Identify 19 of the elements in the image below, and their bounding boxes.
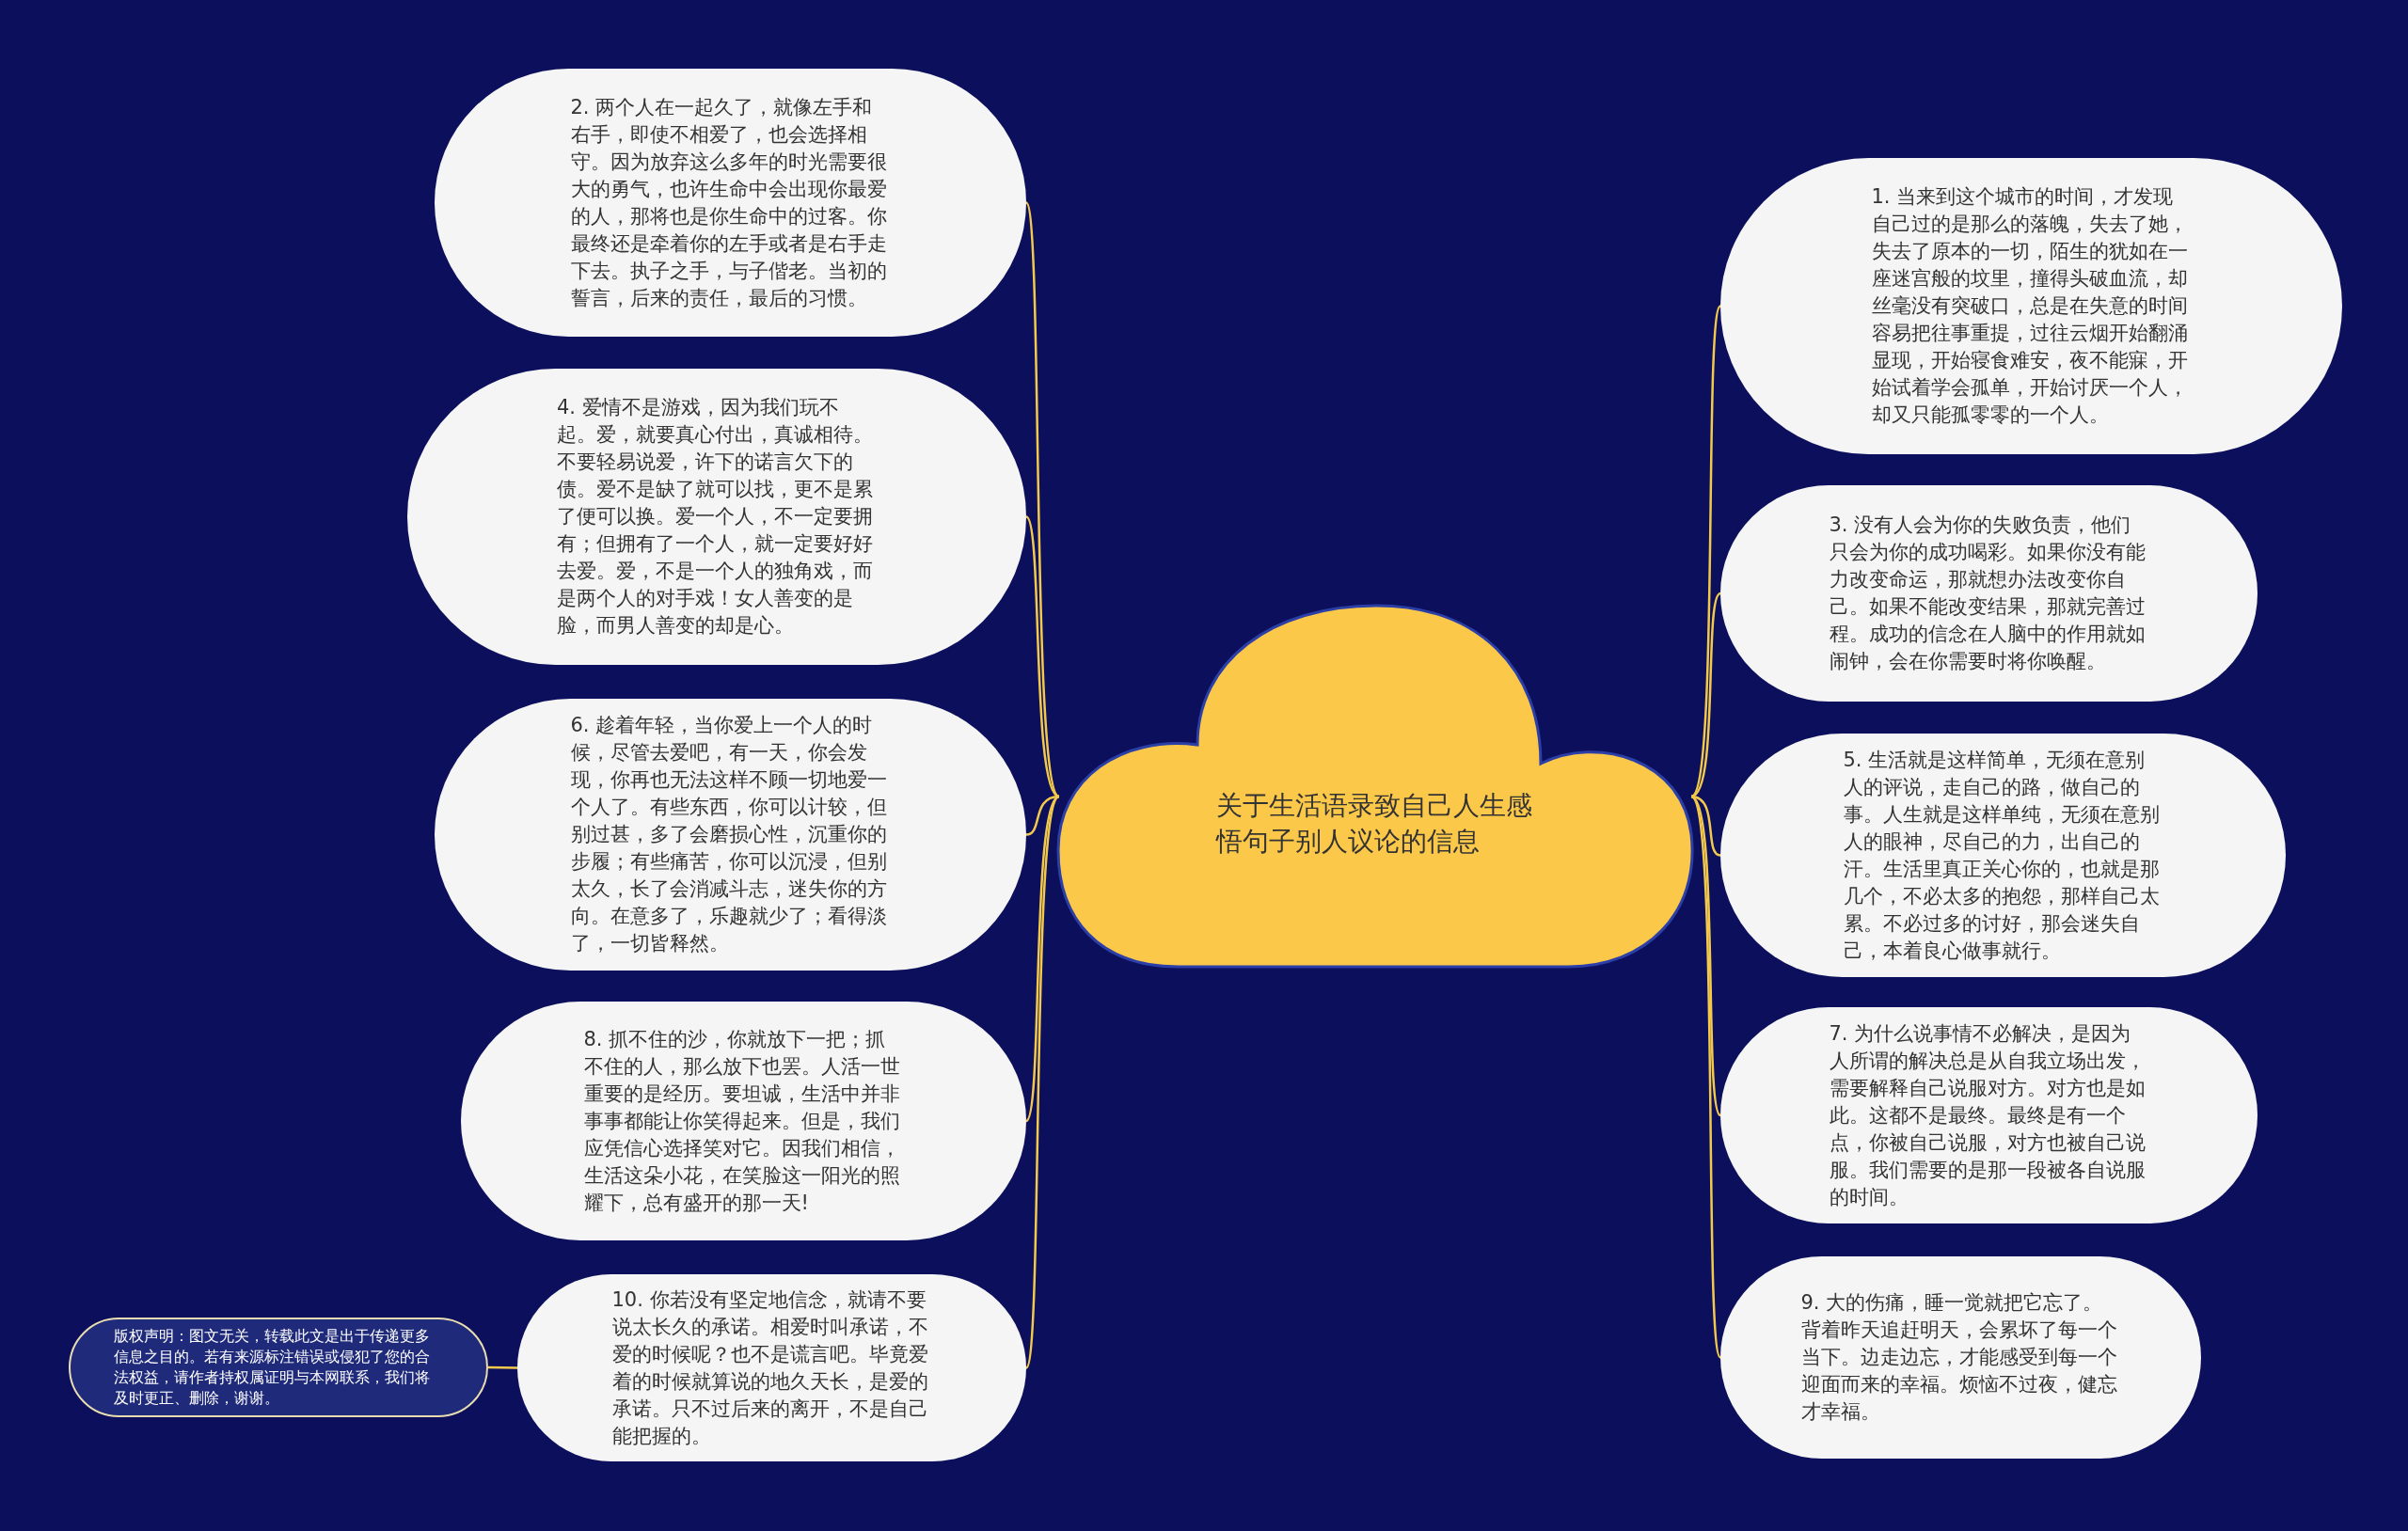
text-bubble: 3. 没有人会为你的失败负责，他们只会为你的成功喝彩。如果你没有能力改变命运，那就想办法改变你自己。如果不能改变结果，那就完善过程。成功的信念在人脑中的作用就如闹钟，会在你需要时将你唤醒。 <box>1720 485 2258 702</box>
connector-line <box>1690 592 1721 798</box>
connector-line <box>487 1365 518 1369</box>
text-bubble: 8. 抓不住的沙，你就放下一把；抓不住的人，那么放下也罢。人活一世重要的是经历。要坦诚，生活中并非事事都能让你笑得起来。但是，我们应凭信心选择笑对它。因我们相信，生活这朵小花，在笑脸这一阳光的照耀下，总有盛开的那一天! <box>461 1002 1026 1240</box>
connector-line <box>1689 796 1722 1358</box>
text-bubble: 6. 趁着年轻，当你爱上一个人的时候，尽管去爱吧，有一天，你会发现，你再也无法这样不顾一切地爱一个人了。有些东西，你可以计较，但别过甚，多了会磨损心性，沉重你的步履；有些痛苦，你可以沉浸，但别太久，长了会消减斗志，迷失你的方向。在意多了，乐趣就少了；看得淡了，一切皆释然。 <box>435 699 1026 971</box>
text-bubble: 9. 大的伤痛，睡一觉就把它忘了。背着昨天追赶明天，会累坏了每一个当下。边走边忘，才能感受到每一个迎面而来的幸福。烦恼不过夜，健忘才幸福。 <box>1720 1256 2201 1459</box>
text-bubble: 2. 两个人在一起久了，就像左手和右手，即使不相爱了，也会选择相守。因为放弃这么多年的时光需要很大的勇气，也许生命中会出现你最爱的人，那将也是你生命中的过客。你最终还是牵着你的左手或者是右手走下去。执子之手，与子偕老。当初的誓言，后来的责任，最后的习惯。 <box>435 69 1026 337</box>
connector-line <box>1024 796 1061 1368</box>
text-bubble: 5. 生活就是这样简单，无须在意别人的评说，走自己的路，做自己的事。人生就是这样单纯，无须在意别人的眼神，尽自己的力，出自己的汗。生活里真正关心你的，也就是那几个，不必太多的抱怨，那样自己太累。不必过多的讨好，那会迷失自己，本着良心做事就行。 <box>1720 734 2286 977</box>
text-bubble: 7. 为什么说事情不必解决，是因为人所谓的解决总是从自我立场出发，需要解释自己说服对方。对方也是如此。这都不是最终。最终是有一个点，你被自己说服，对方也被自己说服。我们需要的是那一段被各自说服的时间。 <box>1720 1007 2258 1223</box>
connector-line <box>1024 515 1060 797</box>
text-bubble: 4. 爱情不是游戏，因为我们玩不起。爱，就要真心付出，真诚相待。不要轻易说爱，许下的诺言欠下的债。爱不是缺了就可以找，更不是累了便可以换。爱一个人，不一定要拥有；但拥有了一个人，就一定要好好去爱。爱，不是一个人的独角戏，而是两个人的对手戏！女人善变的是脸，而男人善变的却是心。 <box>407 369 1026 665</box>
connector-line <box>1690 795 1721 857</box>
topic-cloud: 关于生活语录致自己人生感悟句子别人议论的信息 <box>1056 604 1694 969</box>
text-bubble: 1. 当来到这个城市的时间，才发现自己过的是那么的落魄，失去了她，失去了原本的一切，陌生的犹如在一座迷宫般的坟里，撞得头破血流，却丝毫没有突破口，总是在失意的时间容易把往事重提，过往云烟开始翻涌显现，开始寝食难安，夜不能寐，开始试着学会孤单，开始讨厌一个人，却又只能孤零零的一个人。 <box>1720 158 2342 454</box>
text-bubble: 10. 你若没有坚定地信念，就请不要说太长久的承诺。相爱时叫承诺，不爱的时候呢？也不是谎言吧。毕竟爱着的时候就算说的地久天长，是爱的承诺。只不过后来的离开，不是自己能把握的。 <box>517 1274 1026 1461</box>
connector-line <box>1025 795 1060 836</box>
copyright-note: 版权声明：图文无关，转载此文是出于传递更多信息之目的。若有来源标注错误或侵犯了您的合法权益，请作者持权属证明与本网联系，我们将及时更正、删除，谢谢。 <box>69 1318 488 1417</box>
